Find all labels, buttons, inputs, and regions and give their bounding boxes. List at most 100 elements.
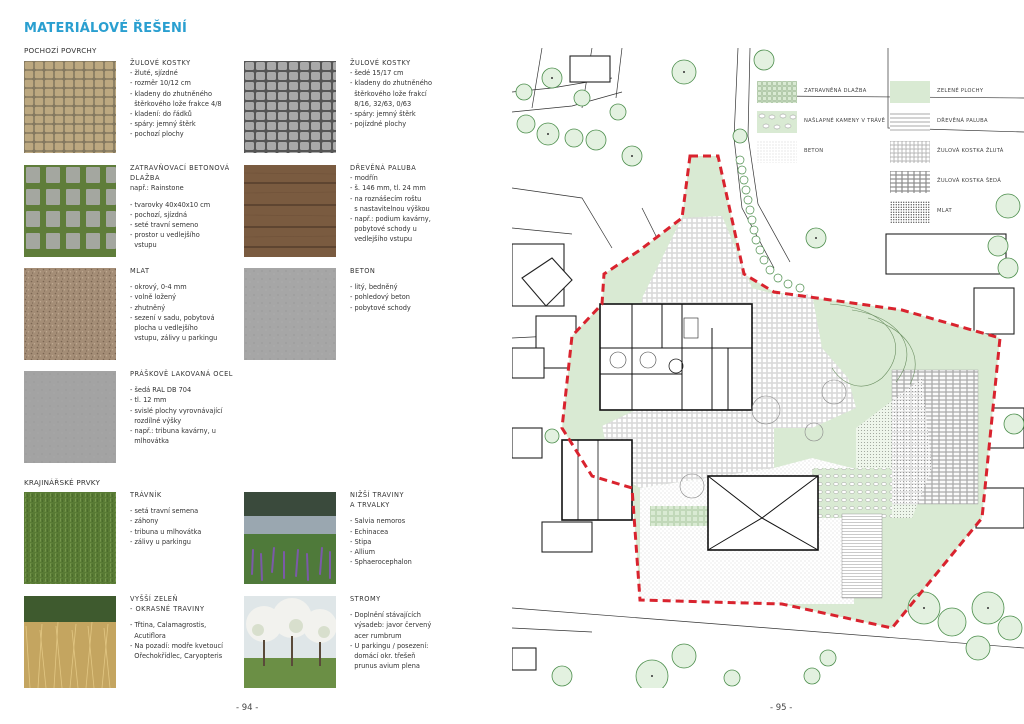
landscape-name: VYŠŠÍ ZELEŇ — [130, 595, 178, 603]
landscape-name: TRÁVNÍK — [130, 491, 162, 499]
material-properties: - šedé 15/17 cm - kladeny do zhutněného … — [350, 68, 480, 129]
material-property: - pojízdné plochy — [350, 120, 407, 129]
landscape-text-perennials: NIŽŠÍ TRAVINY A TRVALKY - Salvia nemoros… — [350, 490, 470, 567]
material-property: - pobytové schody — [350, 303, 411, 312]
material-property: - pochozí plochy — [130, 130, 184, 139]
legend-label: ZELENÉ PLOCHY — [937, 88, 984, 94]
legend-swatch-deck — [890, 111, 930, 133]
tree-trunks — [547, 71, 989, 677]
material-property: - kladení: do řádků — [130, 110, 192, 119]
legend-label: NAŠLAPNÉ KAMENY V TRÁVĚ — [804, 118, 886, 124]
landscape-property: acer rumbrum — [350, 631, 402, 640]
lawn-swatch — [24, 492, 116, 584]
material-text-powder-coated-steel: PRÁŠKOVĚ LAKOVANÁ OCEL - šedá RAL DB 704… — [130, 369, 250, 446]
landscape-name-line2: - OKRASNÉ TRAVINY — [130, 605, 205, 614]
grass-paving-swatch — [24, 165, 116, 257]
legend-swatch-stepping-stones — [757, 111, 797, 133]
material-property: - kladeny do zhutněného — [130, 89, 212, 98]
material-property: pobytové schody u — [350, 225, 417, 234]
right-page: ZATRAVNĚNÁ DLAŽBA ZELENÉ PLOCHY NAŠLAPNÉ… — [512, 0, 1024, 724]
material-property: - pochozí, sjízdná — [130, 210, 187, 219]
landscape-properties: - Třtina, Calamagrostis, Acutiflora - Na… — [130, 620, 240, 661]
legend-label: ZATRAVNĚNÁ DLAŽBA — [804, 88, 867, 94]
landscape-property: - Allium — [350, 548, 376, 557]
material-text-concrete: BETON - litý, bedněný - pohledový beton … — [350, 266, 480, 313]
material-text-grey-granite: ŽULOVÉ KOSTKY - šedé 15/17 cm - kladeny … — [350, 58, 480, 129]
material-text-grass-paving: ZATRAVŇOVACÍ BETONOVÁ DLAŽBA např.: Rain… — [130, 163, 240, 251]
paved-path — [774, 294, 856, 428]
landscape-property: - tribuna u mlhovátka — [130, 527, 202, 536]
tree-row — [735, 155, 805, 293]
material-subtitle: např.: Rainstone — [130, 184, 184, 193]
legend-swatch-grass-paving — [757, 81, 797, 103]
material-text-yellow-granite: ŽULOVÉ KOSTKY - žluté, sjízdné - rozměr … — [130, 58, 240, 140]
material-properties: - litý, bedněný - pohledový beton - poby… — [350, 282, 480, 313]
material-property: - spáry: jemný štěrk — [350, 110, 416, 119]
main-building — [599, 303, 753, 411]
left-page: MATERIÁLOVÉ ŘEŠENÍ POCHOZÍ POVRCHY ŽULOV… — [24, 21, 480, 713]
material-property: - kladeny do zhutněného — [350, 79, 432, 88]
material-text-wood-deck: DŘEVĚNÁ PALUBA - modřín - š. 146 mm, tl.… — [350, 163, 480, 245]
landscape-text-trees: STROMY - Doplnění stávajících výsadeb: j… — [350, 594, 470, 671]
material-property: - modřín — [350, 174, 378, 183]
material-property: - prostor u vedlejšího — [130, 231, 200, 240]
legend-label: BETON — [804, 148, 824, 154]
material-property: s nastavitelnou výškou — [350, 204, 430, 213]
material-property: - tl. 12 mm — [130, 396, 167, 405]
material-name: ŽULOVÉ KOSTKY — [130, 59, 191, 67]
material-name: PRÁŠKOVĚ LAKOVANÁ OCEL — [130, 370, 233, 378]
material-property: - např.: tribuna kavárny, u — [130, 427, 216, 436]
material-property: - šedé 15/17 cm — [350, 69, 404, 78]
material-property: - litý, bedněný — [350, 283, 398, 292]
landscape-property: - Doplnění stávajících — [350, 611, 421, 620]
grey-granite-swatch — [244, 61, 336, 153]
legend-label: ŽULOVÁ KOSTKA ŽLUTÁ — [937, 148, 1004, 154]
landscape-property: - Echinacea — [350, 527, 389, 536]
landscape-properties: - Salvia nemoros - Echinacea - Stipa - A… — [350, 516, 470, 567]
legend-label: DŘEVĚNÁ PALUBA — [937, 118, 988, 124]
stepping-stones-area — [812, 468, 892, 518]
landscape-property: - Třtina, Calamagrostis, — [130, 621, 207, 630]
material-name-line2: DLAŽBA — [130, 174, 160, 183]
ornamental-grasses-swatch — [24, 596, 116, 688]
site-plan — [512, 48, 1024, 688]
material-property: - volně ložený — [130, 293, 177, 302]
landscape-properties: - Doplnění stávajících výsadeb: javor če… — [350, 610, 470, 671]
material-properties: - modřín - š. 146 mm, tl. 24 mm - na roz… — [350, 173, 480, 244]
trees — [515, 49, 1024, 688]
landscape-name: STROMY — [350, 595, 381, 603]
landscape-text-lawn: TRÁVNÍK - setá travní semena - záhony - … — [130, 490, 240, 547]
legend-swatch-concrete — [757, 141, 797, 163]
section-label-surfaces: POCHOZÍ POVRCHY — [24, 46, 97, 55]
material-property: štěrkového lože frakce 4/8 — [130, 99, 222, 108]
material-property: vedlejšího vstupu — [350, 235, 413, 244]
grass-paving-area — [650, 506, 726, 526]
landscape-text-ornamental-grasses: VYŠŠÍ ZELEŇ - OKRASNÉ TRAVINY - Třtina, … — [130, 594, 240, 661]
material-property: rozdílné výšky — [130, 416, 182, 425]
material-properties: - šedá RAL DB 704 - tl. 12 mm - svislé p… — [130, 385, 250, 446]
material-property: - okrový, 0-4 mm — [130, 283, 187, 292]
material-text-mlat: MLAT - okrový, 0-4 mm - volně ložený - z… — [130, 266, 240, 343]
material-property: - rozměr 10/12 cm — [130, 79, 191, 88]
landscape-property: - zálivy u parkingu — [130, 537, 191, 546]
material-property: - na roznášecím roštu — [350, 194, 422, 203]
site-boundary — [560, 154, 1002, 630]
landscape-property: - Sphaerocephalon — [350, 558, 412, 567]
landscape-name-line2: A TRVALKY — [350, 501, 390, 510]
landscape-property: - setá travní semena — [130, 507, 199, 516]
landscape-property: výsadeb: javor červený — [350, 621, 432, 630]
material-property: 8/16, 32/63, 0/63 — [350, 99, 412, 108]
landscape-property: prunus avium plena — [350, 662, 420, 671]
material-property: - zhutněný — [130, 303, 166, 312]
material-name: ŽULOVÉ KOSTKY — [350, 59, 411, 67]
material-properties: - tvarovky 40x40x10 cm - pochozí, sjízdn… — [130, 200, 240, 251]
landscape-property: - U parkingu / posezení: — [350, 641, 429, 650]
trees-swatch — [244, 596, 336, 688]
legend-swatch-green — [890, 81, 930, 103]
material-property: - seté travní semeno — [130, 221, 199, 230]
wood-deck-swatch — [244, 165, 336, 257]
landscape-property: - Salvia nemoros — [350, 517, 406, 526]
landscape-properties: - setá travní semena - záhony - tribuna … — [130, 506, 240, 547]
material-property: - např.: podium kavárny, — [350, 215, 431, 224]
